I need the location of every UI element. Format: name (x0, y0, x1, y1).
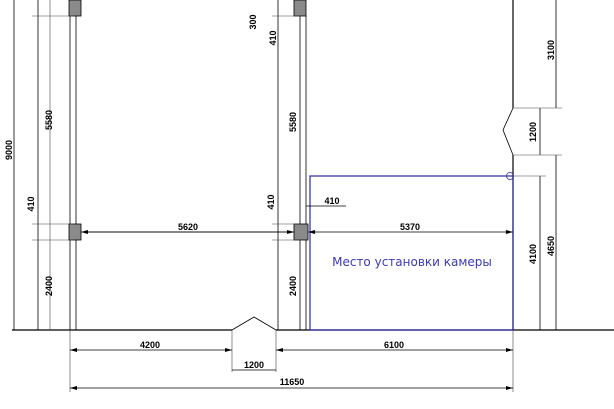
column-top-left (68, 0, 82, 17)
dim-1200-right: 1200 (528, 122, 538, 142)
dim-4650: 4650 (546, 236, 556, 256)
camera-zone-rect (309, 175, 514, 331)
dim-5580-left: 5580 (44, 110, 54, 130)
dim-6100: 6100 (384, 340, 404, 350)
dim-4200: 4200 (140, 340, 160, 350)
right-wall-notch (502, 107, 514, 156)
dim-11650: 11650 (280, 377, 305, 387)
door-opening (231, 316, 277, 331)
arrow-11650-right (506, 386, 513, 390)
arrow-11650-left (70, 386, 77, 390)
dim-4100: 4100 (528, 244, 538, 264)
horizontal-dimensions: 5620 410 5370 4200 6100 1200 11650 (69, 196, 514, 392)
dim-2400-mid: 2400 (288, 276, 298, 296)
arrow-6100-right (506, 348, 513, 352)
dim-5580-right: 5580 (288, 112, 298, 132)
column-top-middle (293, 0, 307, 17)
arrow-6100-left (276, 348, 283, 352)
columns (68, 0, 309, 241)
dim-5370: 5370 (400, 222, 420, 232)
dim-5620: 5620 (178, 222, 198, 232)
camera-zone: Место установки камеры (309, 172, 514, 331)
vertical-dimensions: 9000 5580 410 2400 300 410 5580 410 2400… (4, 0, 562, 330)
arrow-5370-left (308, 230, 315, 234)
arrow-4200-left (70, 348, 77, 352)
dim-410-horiz: 410 (324, 196, 339, 206)
dim-300: 300 (248, 14, 258, 29)
dim-9000: 9000 (4, 140, 14, 160)
arrow-4200-right (225, 348, 232, 352)
column-mid-left (68, 223, 82, 241)
arrow-5620-right (287, 230, 294, 234)
dim-1200-bottom: 1200 (244, 360, 264, 370)
arrow-5370-right (506, 230, 513, 234)
dim-3100: 3100 (546, 40, 556, 60)
camera-zone-label: Место установки камеры (332, 255, 492, 269)
column-mid-middle (293, 223, 309, 241)
dim-410-top: 410 (268, 30, 278, 45)
dim-2400-left: 2400 (44, 276, 54, 296)
dim-410-mid: 410 (266, 194, 276, 209)
arrow-5620-left (81, 230, 88, 234)
building-outline (12, 0, 614, 331)
dim-410-left: 410 (26, 196, 36, 211)
